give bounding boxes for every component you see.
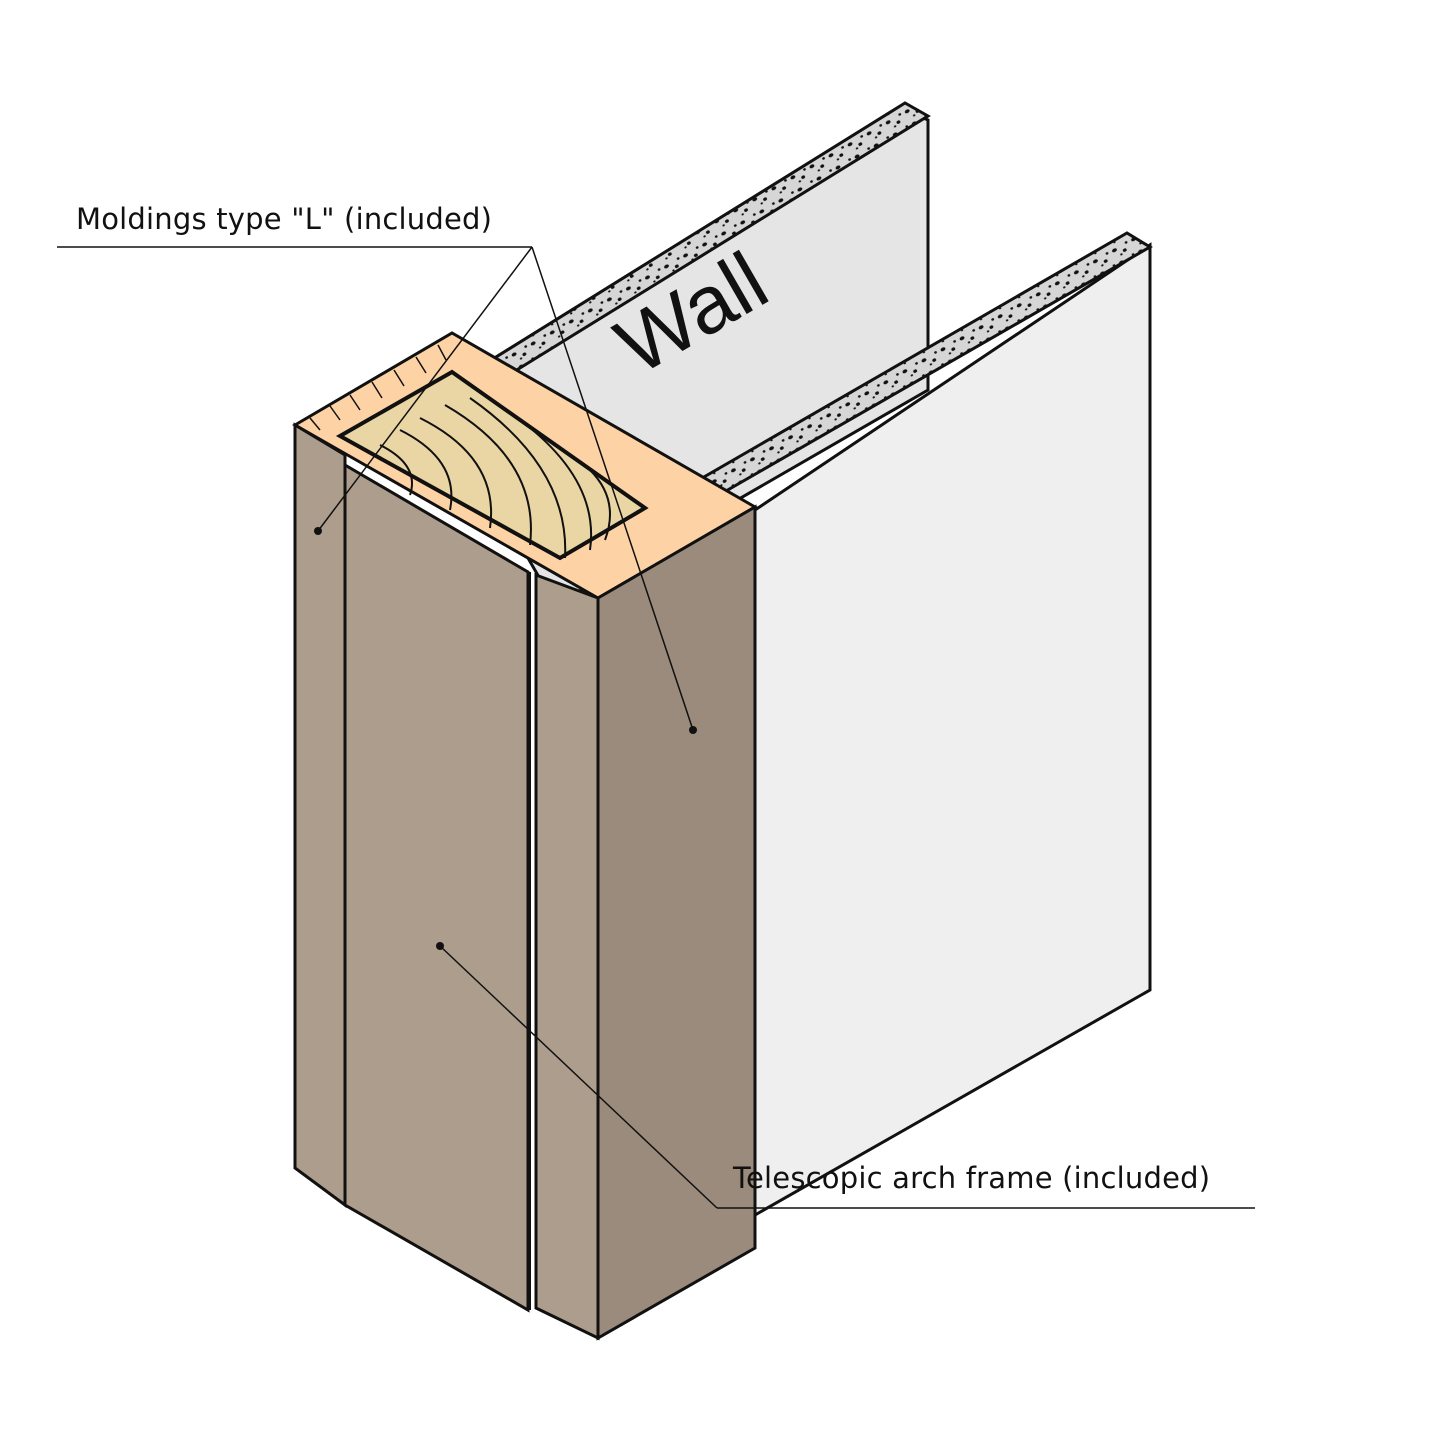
moldings-label: Moldings type "L" (included) <box>76 202 493 236</box>
frame-body <box>293 422 757 1341</box>
leader-dots <box>314 527 697 950</box>
frame-label: Telescopic arch frame (included) <box>733 1161 1211 1195</box>
leader-lines <box>57 246 1255 1209</box>
